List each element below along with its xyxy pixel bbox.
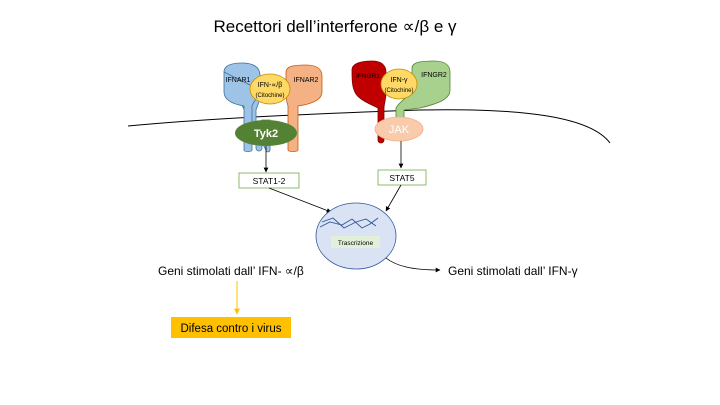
geni-ifn-gamma: Geni stimolati dall’ IFN-γ [448, 264, 578, 278]
ifnar2-label: IFNAR2 [294, 77, 319, 84]
cell-membrane [127, 109, 611, 144]
jak-kinase [374, 116, 424, 142]
ifngr-receptor: IFNGR1 IFNGR2 IFN-γ (Citochine) JAK [351, 60, 451, 144]
tyk2-label: Tyk2 [254, 128, 278, 140]
defense-label: Difesa contro i virus [181, 323, 282, 335]
diagram-title: Recettori dell’interferone ∝/β e γ [213, 17, 457, 36]
ifngr2-label: IFNGR2 [421, 72, 447, 79]
ligand-left-name: IFN-∝/β [258, 82, 283, 89]
tyk2-kinase [235, 120, 297, 146]
trascrizione-label: Trascrizione [338, 240, 374, 247]
stat1-2-label: STAT1-2 [253, 176, 286, 186]
ifn-alpha-beta-ligand [249, 73, 291, 105]
jak-label: JAK [389, 124, 410, 136]
arrow-nucleus-to-gamma-genes [385, 257, 441, 273]
stat5-label: STAT5 [389, 173, 414, 183]
geni-ifn-alpha-beta: Geni stimolati dall’ IFN- ∝/β [158, 264, 304, 278]
defense-box [171, 317, 291, 338]
stat5-box [377, 169, 427, 186]
ligand-right-sub: (Citochine) [384, 88, 413, 94]
dna-strand-2 [321, 217, 377, 229]
arrow-stat1-2-to-nucleus [268, 187, 332, 213]
dna-strand-1 [319, 217, 379, 229]
arrow-stat5-to-nucleus [385, 184, 402, 212]
ligand-right-name: IFN-γ [390, 77, 408, 84]
ligand-left-sub: (Citochine) [255, 93, 284, 99]
trascrizione-box [331, 236, 380, 248]
ifn-gamma-ligand [380, 68, 418, 100]
ifngr2-chain [395, 60, 451, 121]
ifngr1-label: IFNGR1 [356, 73, 380, 80]
ifnar-receptor: IFNAR1 IFNAR2 IFN-∝/β (Citochine) Tyk2 [223, 62, 323, 153]
ifnar1-label: IFNAR1 [226, 77, 251, 84]
